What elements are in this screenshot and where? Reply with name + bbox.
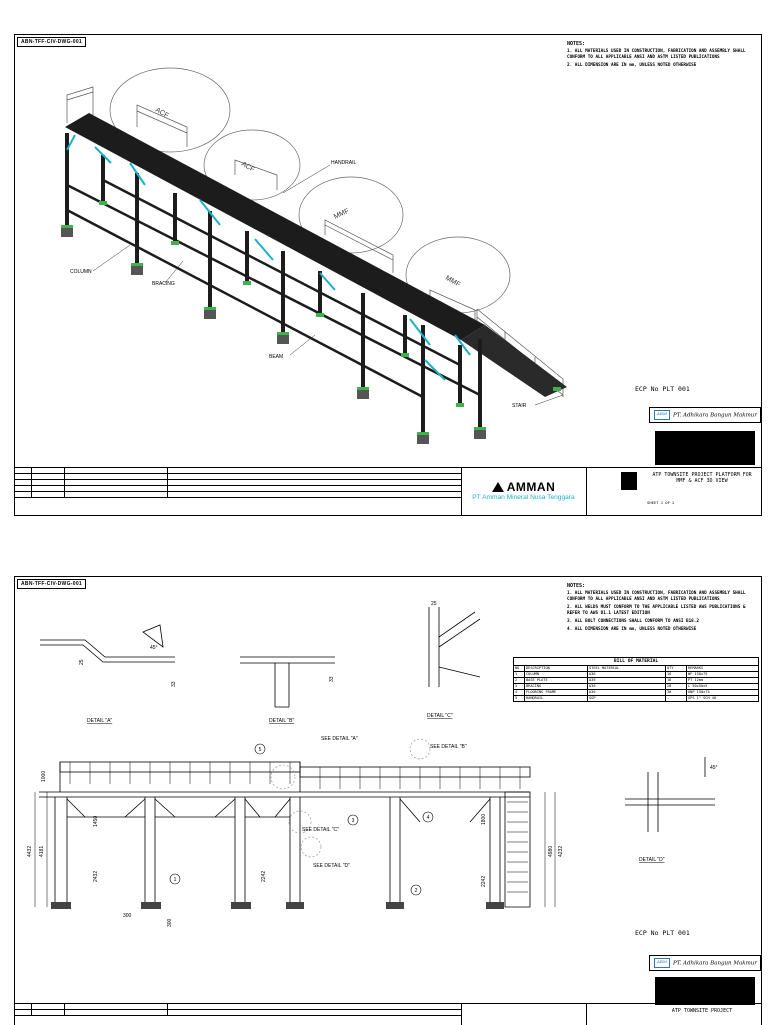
callout-beam: BEAM — [269, 354, 283, 360]
note-1: 1. ALL MATERIALS USED IN CONSTRUCTION, F… — [567, 591, 746, 602]
note-4: 4. ALL DIMENSION ARE IN mm, UNLESS NOTED… — [567, 627, 697, 632]
consultant-logo-icon: ABM — [654, 410, 670, 420]
notes-heading: NOTES: — [567, 583, 586, 589]
amman-logo-icon — [491, 482, 504, 492]
dim-1000: 1000 — [41, 771, 47, 782]
dim-4181: 4181 — [39, 846, 45, 857]
notes-block: NOTES: 1. ALL MATERIALS USED IN CONSTRUC… — [567, 41, 757, 71]
consultant-name: PT. Adhikara Bangun Makmur — [673, 960, 757, 967]
notes-block: NOTES: 1. ALL MATERIALS USED IN CONSTRUC… — [567, 583, 757, 635]
note-3: 3. ALL BOLT CONNECTIONS SHALL CONFORM TO… — [567, 619, 699, 624]
drawing-number: ABN-TFF-CIV-DWG-001 — [17, 579, 86, 589]
dim-4232: 4232 — [558, 846, 564, 857]
dim-2432: 2432 — [93, 871, 99, 882]
callout-handrail: HANDRAIL — [331, 160, 357, 166]
dim-2242: 2242 — [261, 871, 267, 882]
dim-25: 25 — [79, 659, 85, 665]
logo-stamp — [621, 472, 637, 490]
dim-300-b: 300 — [167, 918, 173, 927]
consultant-name: PT. Adhikara Bangun Makmur — [673, 412, 757, 419]
notes-heading: NOTES: — [567, 41, 586, 47]
detail-a-label: DETAIL "A" — [87, 718, 112, 724]
dim-2242-b: 2242 — [481, 876, 487, 887]
dim-33-b: 33 — [329, 676, 335, 682]
title-block-right: ATP TOWNSITE PROJECT PLATFORM FOR MMF & … — [586, 468, 761, 515]
detail-d-label: DETAIL "D" — [639, 857, 665, 863]
balloon-5: 5 — [259, 747, 262, 753]
tank-label-4: MMF — [444, 275, 461, 289]
see-detail-b: SEE DETAIL "B" — [430, 744, 467, 750]
isometric-platform-drawing: ACF ACF MMF MMF HANDRAIL COLUMN BRACING … — [61, 67, 567, 444]
see-detail-d: SEE DETAIL "D" — [313, 863, 350, 869]
callout-stair: STAIR — [512, 403, 527, 409]
dim-4432: 4432 — [27, 846, 33, 857]
dim-4980: 4980 — [548, 846, 554, 857]
client-logo: AMMAN — [461, 480, 586, 494]
note-1: 1. ALL MATERIALS USED IN CONSTRUCTION, F… — [567, 49, 746, 60]
drawing-sheet-3d-view: ABN-TFF-CIV-DWG-001 NOTES: 1. ALL MATERI… — [14, 34, 762, 516]
detail-c-label: DETAIL "C" — [427, 713, 453, 719]
approval-stamp-block — [655, 977, 755, 1005]
balloon-3: 3 — [352, 818, 355, 824]
title-block: ATP TOWNSITE PROJECT — [15, 1003, 761, 1025]
balloon-4: 4 — [427, 815, 430, 821]
revision-table — [15, 468, 462, 515]
dim-1800: 1800 — [481, 814, 487, 825]
dim-33: 33 — [171, 681, 177, 687]
dim-45-deg-b: 45° — [710, 765, 718, 771]
title-block-right: ATP TOWNSITE PROJECT — [586, 1004, 761, 1025]
bom-title: BILL OF MATERIAL — [514, 658, 758, 666]
balloon-2: 2 — [415, 888, 418, 894]
dim-300: 300 — [123, 913, 132, 919]
see-detail-c: SEE DETAIL "C" — [302, 827, 339, 833]
elevation-and-details-drawing: 1 2 3 4 5 DETAIL "A" DETAIL "B" DETAIL "… — [27, 601, 718, 927]
callout-bracing: BRACING — [152, 281, 175, 287]
dim-25-b: 25 — [431, 601, 437, 607]
detail-b-label: DETAIL "B" — [269, 718, 294, 724]
title-block: AMMAN PT Amman Mineral Nusa Tenggara ATP… — [15, 467, 761, 515]
project-title: ATP TOWNSITE PROJECT PLATFORM FOR MMF & … — [652, 472, 752, 484]
project-title: ATP TOWNSITE PROJECT — [671, 1008, 733, 1014]
note-2: 2. ALL DIMENSION ARE IN mm, UNLESS NOTED… — [567, 63, 697, 68]
drawing-sheet-elevation: ABN-TFF-CIV-DWG-001 NOTES: 1. ALL MATERI… — [14, 576, 762, 1025]
approval-stamp-block — [655, 431, 755, 465]
callout-column: COLUMN — [70, 269, 92, 275]
balloon-1: 1 — [174, 877, 177, 883]
consultant-logo-icon: ABM — [654, 958, 670, 968]
revision-table — [15, 1004, 462, 1025]
note-2: 2. ALL WELDS MUST CONFORM TO THE APPLICA… — [567, 605, 746, 616]
dim-45-deg: 45° — [150, 645, 158, 651]
tank-label-2: ACF — [240, 161, 256, 174]
tank-label-1: ACF — [154, 107, 170, 120]
tank-label-3: MMF — [333, 208, 350, 221]
ecp-number: ECP No PLT 001 — [635, 929, 690, 937]
dim-1450: 1450 — [93, 816, 99, 827]
sheet-number: SHEET 1 OF 2 — [647, 500, 675, 505]
client-logo-block: AMMAN PT Amman Mineral Nusa Tenggara — [461, 480, 586, 501]
ecp-number: ECP No PLT 001 — [635, 385, 690, 393]
see-detail-a: SEE DETAIL "A" — [321, 736, 358, 742]
drawing-number: ABN-TFF-CIV-DWG-001 — [17, 37, 86, 47]
client-name: PT Amman Mineral Nusa Tenggara — [472, 494, 575, 501]
